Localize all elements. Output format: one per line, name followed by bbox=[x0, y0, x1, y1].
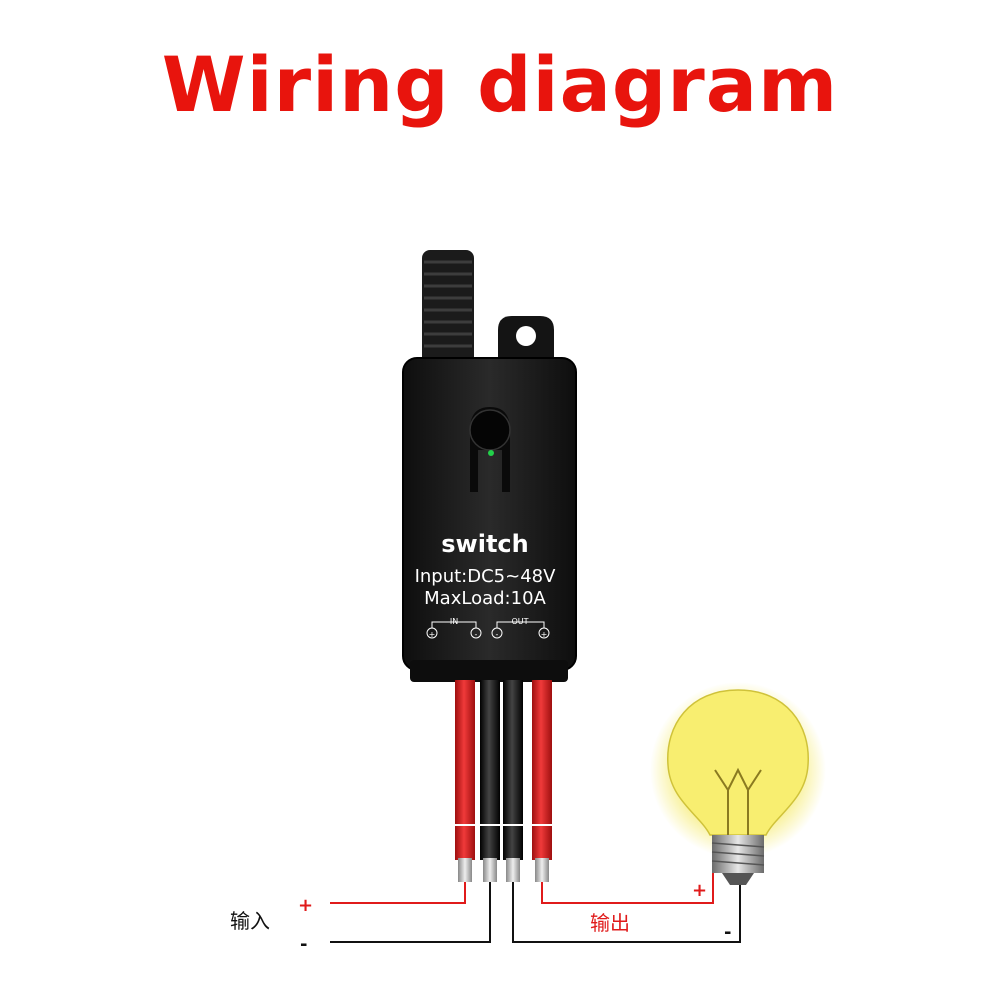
terminal-in-minus: - bbox=[475, 630, 478, 639]
output-plus-sign: + bbox=[692, 880, 707, 901]
mounting-tab bbox=[498, 316, 554, 365]
status-led bbox=[488, 450, 494, 456]
line-input-negative bbox=[330, 882, 491, 943]
push-button[interactable] bbox=[469, 407, 511, 492]
input-plus-sign: + bbox=[298, 895, 313, 916]
module-name: switch bbox=[441, 530, 528, 558]
line-output-positive bbox=[541, 873, 714, 904]
wire-in-positive bbox=[455, 680, 475, 882]
line-output-negative bbox=[512, 882, 741, 943]
wire-in-negative bbox=[480, 680, 500, 882]
line-input-positive bbox=[330, 882, 466, 904]
input-minus-sign: - bbox=[300, 934, 307, 955]
input-spec: Input:DC5~48V bbox=[415, 566, 557, 587]
input-label: 输入 bbox=[230, 909, 270, 933]
terminal-in-plus: + bbox=[429, 630, 436, 639]
page-title: Wiring diagram bbox=[161, 40, 839, 129]
wire-out-negative bbox=[503, 680, 523, 882]
output-minus-sign: - bbox=[724, 922, 731, 943]
terminal-out-label: OUT bbox=[511, 617, 528, 626]
wire-out-positive bbox=[532, 680, 552, 882]
module-body bbox=[402, 357, 577, 671]
antenna-coil bbox=[422, 250, 474, 370]
output-label: 输出 bbox=[590, 911, 630, 935]
wiring-lines bbox=[330, 873, 741, 943]
wire-collar bbox=[410, 660, 568, 682]
light-bulb bbox=[650, 682, 826, 885]
load-spec: MaxLoad:10A bbox=[424, 588, 546, 609]
terminal-out-plus: + bbox=[541, 630, 548, 639]
terminal-markings bbox=[426, 621, 550, 639]
terminal-out-minus: - bbox=[496, 630, 499, 639]
terminal-in-label: IN bbox=[450, 617, 458, 626]
